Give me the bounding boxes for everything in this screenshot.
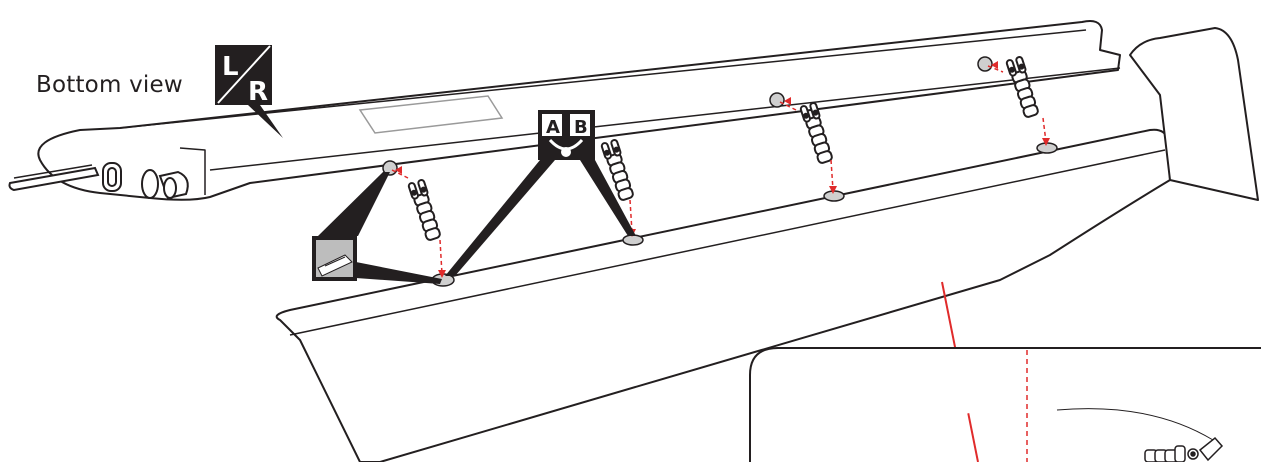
side-badge-bottom-letter: R <box>248 77 268 107</box>
inset-hinge-icon <box>1145 438 1222 462</box>
hinge-insert-1 <box>408 179 442 241</box>
hinge-badge-left-letter: A <box>546 117 560 138</box>
hinge-insert-3 <box>800 102 834 164</box>
side-badge-top-letter: L <box>222 52 239 82</box>
hinge-badge-right-letter: B <box>574 117 588 138</box>
detail-inset <box>750 348 1261 462</box>
aileron-surface <box>277 130 1170 462</box>
